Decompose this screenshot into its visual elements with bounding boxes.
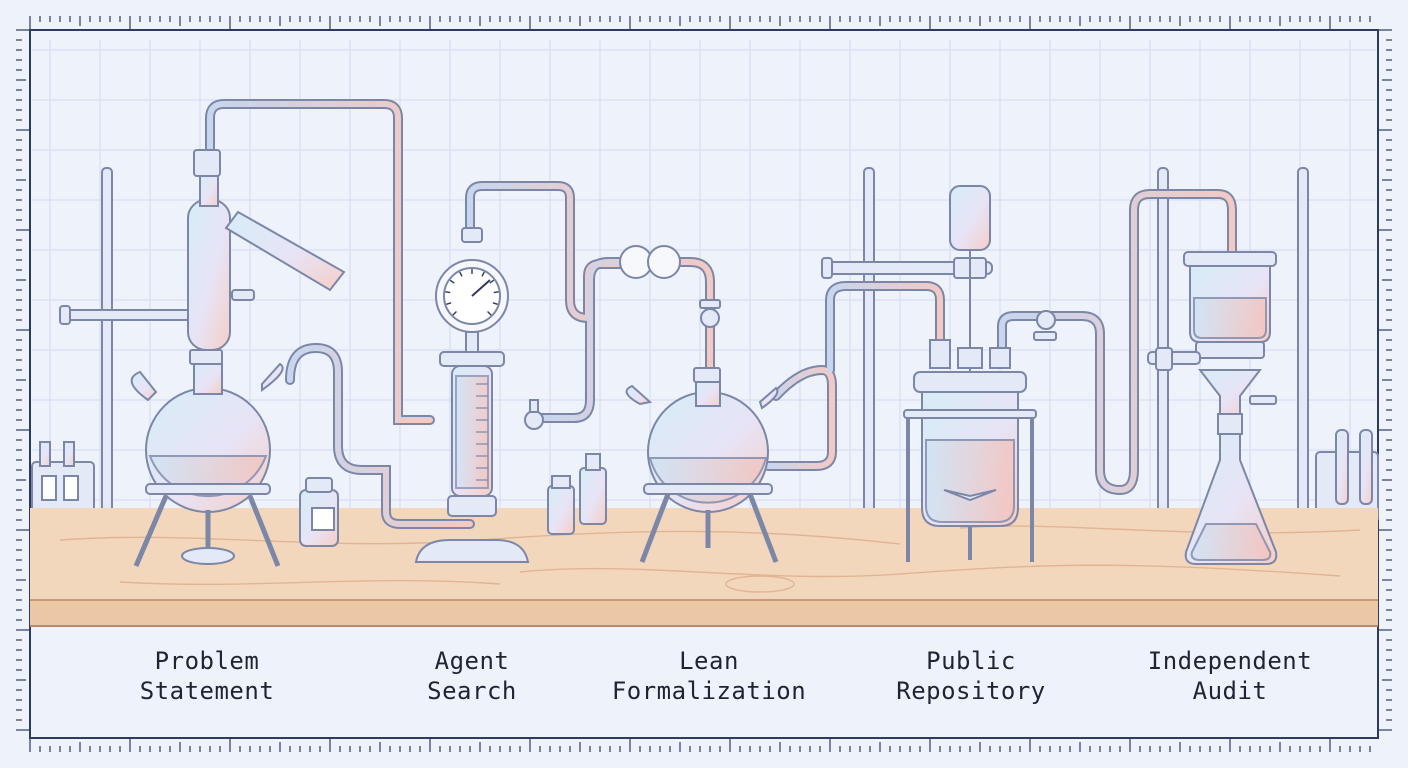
- stage-label-line-1: Problem: [154, 647, 260, 675]
- problem-statement-apparatus: [59, 149, 346, 567]
- stage-label-problem-statement: Problem Statement: [87, 646, 327, 706]
- wooden-bench: [30, 508, 1378, 627]
- lean-formalization-apparatus: [619, 245, 779, 563]
- stage-label-line-2: Audit: [1192, 677, 1268, 705]
- connecting-tubing: [205, 99, 1237, 529]
- stage-label-line-2: Formalization: [611, 677, 807, 705]
- stage-label-line-1: Public: [926, 647, 1016, 675]
- stage-label-line-2: Search: [427, 677, 517, 705]
- stage-label-line-1: Agent: [434, 647, 510, 675]
- agent-search-apparatus: [414, 227, 607, 563]
- stage-label-line-1: Independent: [1147, 647, 1313, 675]
- test-tube-racks: [31, 429, 1379, 523]
- stage-label-public-repository: Public Repository: [851, 646, 1091, 706]
- public-repository-apparatus: [821, 185, 1057, 562]
- stage-label-line-2: Statement: [139, 677, 275, 705]
- independent-audit-apparatus: [1147, 251, 1278, 565]
- stage-label-independent-audit: Independent Audit: [1110, 646, 1350, 706]
- ruler-frame: [16, 16, 1392, 752]
- stage-label-agent-search: Agent Search: [352, 646, 592, 706]
- stage-label-lean-formalization: Lean Formalization: [589, 646, 829, 706]
- stage-label-line-1: Lean: [679, 647, 739, 675]
- stage-label-line-2: Repository: [896, 677, 1046, 705]
